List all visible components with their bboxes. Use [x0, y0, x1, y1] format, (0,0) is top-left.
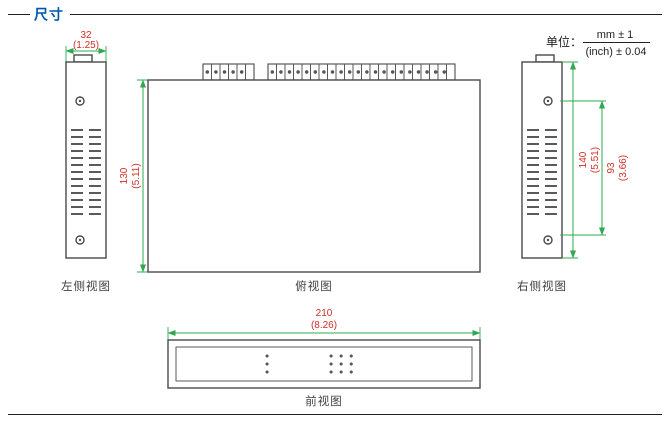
front-view-label: 前视图 — [305, 394, 343, 408]
dim-93-extension-lines — [560, 100, 606, 236]
left-side-view: 32 (1.25) 左侧视图 — [61, 30, 111, 293]
top-view-label: 俯视图 — [295, 279, 333, 293]
left-view-connector-tab — [73, 54, 93, 63]
left-view-body — [65, 61, 107, 259]
unit-inch-value: (inch) ± 0.04 — [585, 46, 646, 58]
front-view-body — [167, 339, 481, 389]
screw-hole — [75, 235, 85, 245]
right-view-label: 右侧视图 — [517, 279, 567, 293]
right-view-connector-tab — [535, 54, 555, 63]
terminal-dividers — [211, 64, 246, 80]
page-title: 尺寸 — [34, 7, 64, 23]
top-view: 130 (5.11) 俯视图 — [119, 63, 481, 293]
dim-130-inch: (5.11) — [131, 163, 142, 188]
dim-93-mm: 93 — [606, 162, 617, 174]
dim-32-mm: 32 — [80, 30, 92, 41]
dim-140-extension-lines — [562, 61, 578, 259]
screw-hole — [543, 235, 553, 245]
right-side-view: 140 (5.51) 93 (3.66) 右侧视图 — [517, 54, 629, 293]
dim-140-inch: (5.51) — [590, 147, 601, 173]
dim-210-inch: (8.26) — [311, 320, 337, 331]
terminal-block-small — [202, 63, 255, 81]
dim-32-inch: (1.25) — [73, 40, 99, 51]
terminal-block-large — [267, 63, 456, 81]
page-frame — [8, 14, 662, 415]
top-view-body — [147, 79, 481, 273]
screw-hole — [543, 96, 553, 106]
front-view: 210 (8.26) 前视图 — [167, 308, 481, 408]
terminal-dividers — [276, 64, 447, 80]
unit-label: 单位： — [546, 34, 582, 49]
dim-130-mm: 130 — [119, 167, 130, 184]
front-panel-inset — [175, 346, 473, 382]
unit-mm-value: mm ± 1 — [597, 29, 634, 41]
dim-140-mm: 140 — [578, 151, 589, 168]
unit-note: 单位： mm ± 1 (inch) ± 0.04 — [546, 29, 650, 58]
dim-210-mm: 210 — [316, 308, 333, 319]
dim-93-inch: (3.66) — [618, 155, 629, 181]
left-view-label: 左侧视图 — [61, 279, 111, 293]
right-view-body — [521, 61, 563, 259]
screw-hole — [75, 96, 85, 106]
